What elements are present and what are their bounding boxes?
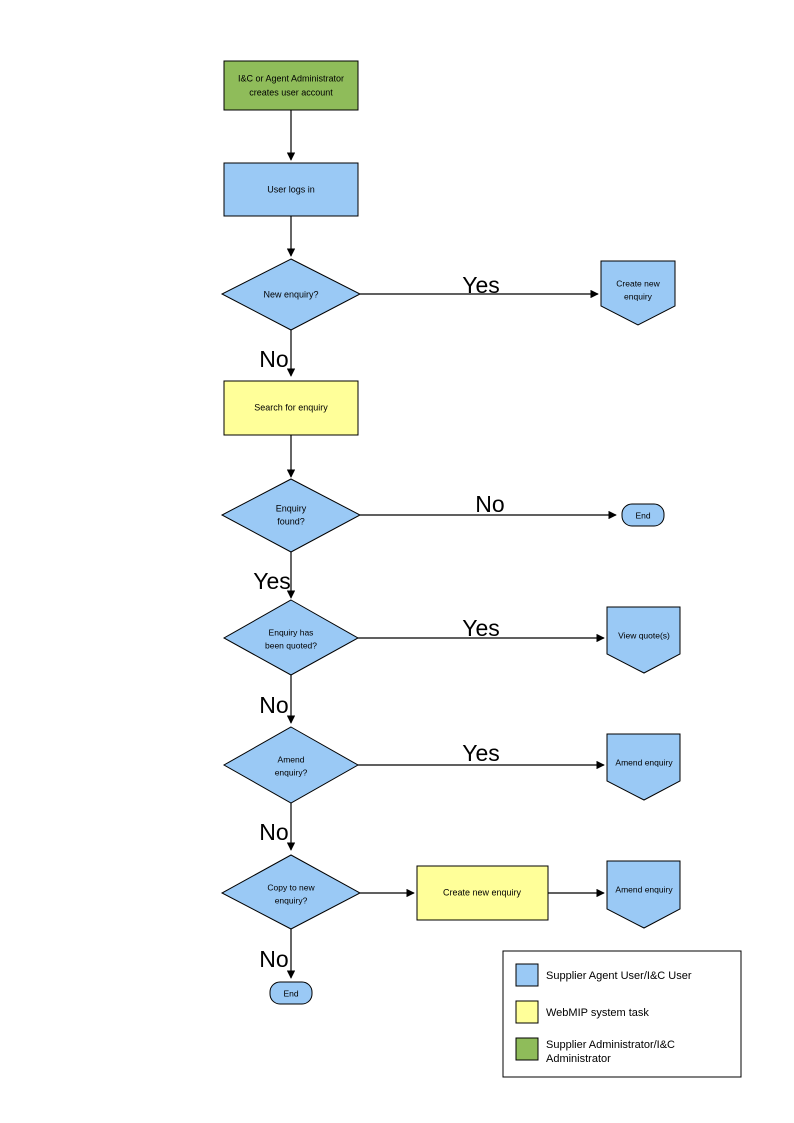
legend-box — [502, 950, 742, 1078]
amend-enquiry-1-label: Amend enquiry — [615, 757, 673, 767]
legend-swatch-admin — [515, 1037, 539, 1061]
label-quoted-yes: Yes — [462, 615, 500, 641]
legend-label-user: Supplier Agent User/I&C User — [546, 970, 692, 982]
enquiry-found-diamond — [220, 478, 362, 553]
label-new-enquiry-no: No — [259, 346, 288, 372]
label-quoted-no: No — [259, 692, 288, 718]
view-quotes-pentagon — [606, 606, 681, 674]
label-amend-no: No — [259, 819, 288, 845]
legend-item-admin: Supplier Administrator/I&C Administrator — [515, 1037, 675, 1065]
legend-item-system: WebMIP system task — [515, 1000, 649, 1024]
node-amend-enquiry-decision[interactable]: Amend enquiry? — [222, 726, 360, 804]
create-new-enquiry-2-label: Create new enquiry — [443, 887, 522, 897]
node-enquiry-quoted-decision[interactable]: Enquiry has been quoted? — [222, 599, 360, 676]
node-search-for-enquiry[interactable]: Search for enquiry — [223, 380, 359, 436]
edge-labels: Yes No No Yes Yes No Yes No No — [253, 272, 504, 972]
search-for-enquiry-label: Search for enquiry — [254, 402, 328, 412]
node-enquiry-found-decision[interactable]: Enquiry found? — [220, 478, 362, 553]
node-amend-enquiry-result-2[interactable]: Amend enquiry — [606, 860, 681, 929]
connectors — [286, 110, 617, 979]
legend-swatch-user — [515, 963, 539, 987]
label-enquiry-found-yes: Yes — [253, 568, 291, 594]
node-new-enquiry-decision[interactable]: New enquiry? — [220, 258, 362, 331]
node-create-new-enquiry-2[interactable]: Create new enquiry — [416, 865, 549, 921]
copy-to-new-label-line1: Copy to new — [267, 882, 315, 892]
copy-to-new-diamond — [220, 854, 362, 930]
admin-creates-shape — [223, 60, 359, 111]
view-quotes-label: View quote(s) — [618, 630, 670, 640]
admin-creates-label-line2: creates user account — [249, 87, 333, 97]
amend-enquiry-label-line1: Amend — [278, 754, 305, 764]
amend-enquiry-2-label: Amend enquiry — [615, 884, 673, 894]
node-admin-creates-user-account[interactable]: I&C or Agent Administrator creates user … — [223, 60, 359, 111]
amend-enquiry-label-line2: enquiry? — [275, 767, 308, 777]
enquiry-quoted-diamond — [222, 599, 360, 676]
node-copy-to-new-enquiry-decision[interactable]: Copy to new enquiry? — [220, 854, 362, 930]
copy-to-new-label-line2: enquiry? — [275, 895, 308, 905]
label-copy-no: No — [259, 946, 288, 972]
amend-enquiry-2-pentagon — [606, 860, 681, 929]
enquiry-found-label-line1: Enquiry — [276, 503, 307, 513]
node-end-2[interactable]: End — [269, 981, 313, 1005]
label-new-enquiry-yes: Yes — [462, 272, 500, 298]
node-amend-enquiry-result-1[interactable]: Amend enquiry — [606, 733, 681, 801]
label-enquiry-found-no: No — [475, 491, 504, 517]
enquiry-found-label-line2: found? — [277, 516, 305, 526]
create-new-enquiry-1-label-line2: enquiry — [624, 291, 653, 301]
legend: Supplier Agent User/I&C User WebMIP syst… — [502, 950, 742, 1078]
end-2-label: End — [283, 988, 298, 998]
node-view-quotes[interactable]: View quote(s) — [606, 606, 681, 674]
enquiry-quoted-label-line1: Enquiry has — [269, 627, 314, 637]
end-1-label: End — [635, 510, 650, 520]
user-logs-in-label: User logs in — [267, 184, 315, 194]
new-enquiry-label: New enquiry? — [263, 289, 318, 299]
amend-enquiry-1-pentagon — [606, 733, 681, 801]
create-new-enquiry-1-pentagon — [600, 260, 676, 326]
end-2-shape — [269, 981, 313, 1005]
create-new-enquiry-1-label-line1: Create new — [616, 278, 660, 288]
legend-label-admin-line2: Administrator — [546, 1053, 611, 1065]
node-create-new-enquiry-1[interactable]: Create new enquiry — [600, 260, 676, 326]
node-user-logs-in[interactable]: User logs in — [223, 162, 359, 217]
legend-label-admin-line1: Supplier Administrator/I&C — [546, 1039, 675, 1051]
end-1-shape — [621, 503, 665, 527]
create-new-enquiry-2-shape — [416, 865, 549, 921]
admin-creates-label-line1: I&C or Agent Administrator — [238, 73, 344, 83]
search-for-enquiry-shape — [223, 380, 359, 436]
legend-swatch-system — [515, 1000, 539, 1024]
legend-label-system: WebMIP system task — [546, 1007, 649, 1019]
label-amend-yes: Yes — [462, 740, 500, 766]
legend-item-user: Supplier Agent User/I&C User — [515, 963, 692, 987]
node-end-1[interactable]: End — [621, 503, 665, 527]
amend-enquiry-diamond — [222, 726, 360, 804]
user-logs-in-shape — [223, 162, 359, 217]
new-enquiry-diamond — [220, 258, 362, 331]
enquiry-quoted-label-line2: been quoted? — [265, 640, 317, 650]
